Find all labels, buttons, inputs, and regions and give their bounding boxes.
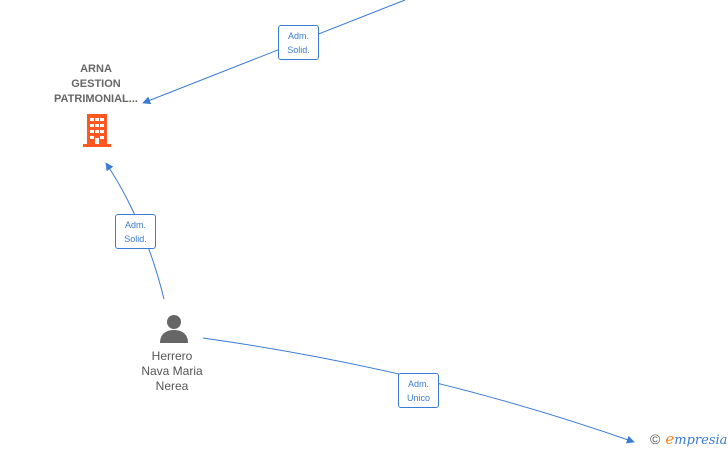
edge-label-line: Solid. [287,44,310,55]
edge-label-line: Unico [406,392,430,403]
edge-label-line: Adm. [124,219,146,230]
company-name-line: PATRIMONIAL... [54,93,138,105]
watermark: © empresia [650,430,727,448]
person-name-line: Nerea [155,379,189,393]
company-name-line: ARNA [80,63,112,75]
edge-label-line: Adm. [407,378,429,389]
company-node-name[interactable]: ARNA GESTION PATRIMONIAL... [40,62,152,107]
brand-logo: empresia [665,430,727,448]
edge-label-line: Adm. [287,30,309,41]
copyright-icon: © [650,431,661,447]
edge-label-top[interactable]: Adm. Solid. [278,25,319,60]
brand-initial: e [665,430,675,448]
person-node-name[interactable]: Herrero Nava Maria Nerea [122,349,222,394]
person-name-line: Herrero [151,349,193,363]
edge-label-line: Solid. [124,233,147,244]
person-name-line: Nava Maria [141,364,203,378]
edge-line-top [142,0,406,105]
company-name-line: GESTION [71,78,121,90]
edge-label-person-bottom[interactable]: Adm. Unico [398,373,439,408]
building-icon[interactable] [81,112,113,148]
edge-label-person-company[interactable]: Adm. Solid. [115,214,156,249]
person-icon[interactable] [158,313,190,345]
brand-rest: mpresia [674,433,728,448]
